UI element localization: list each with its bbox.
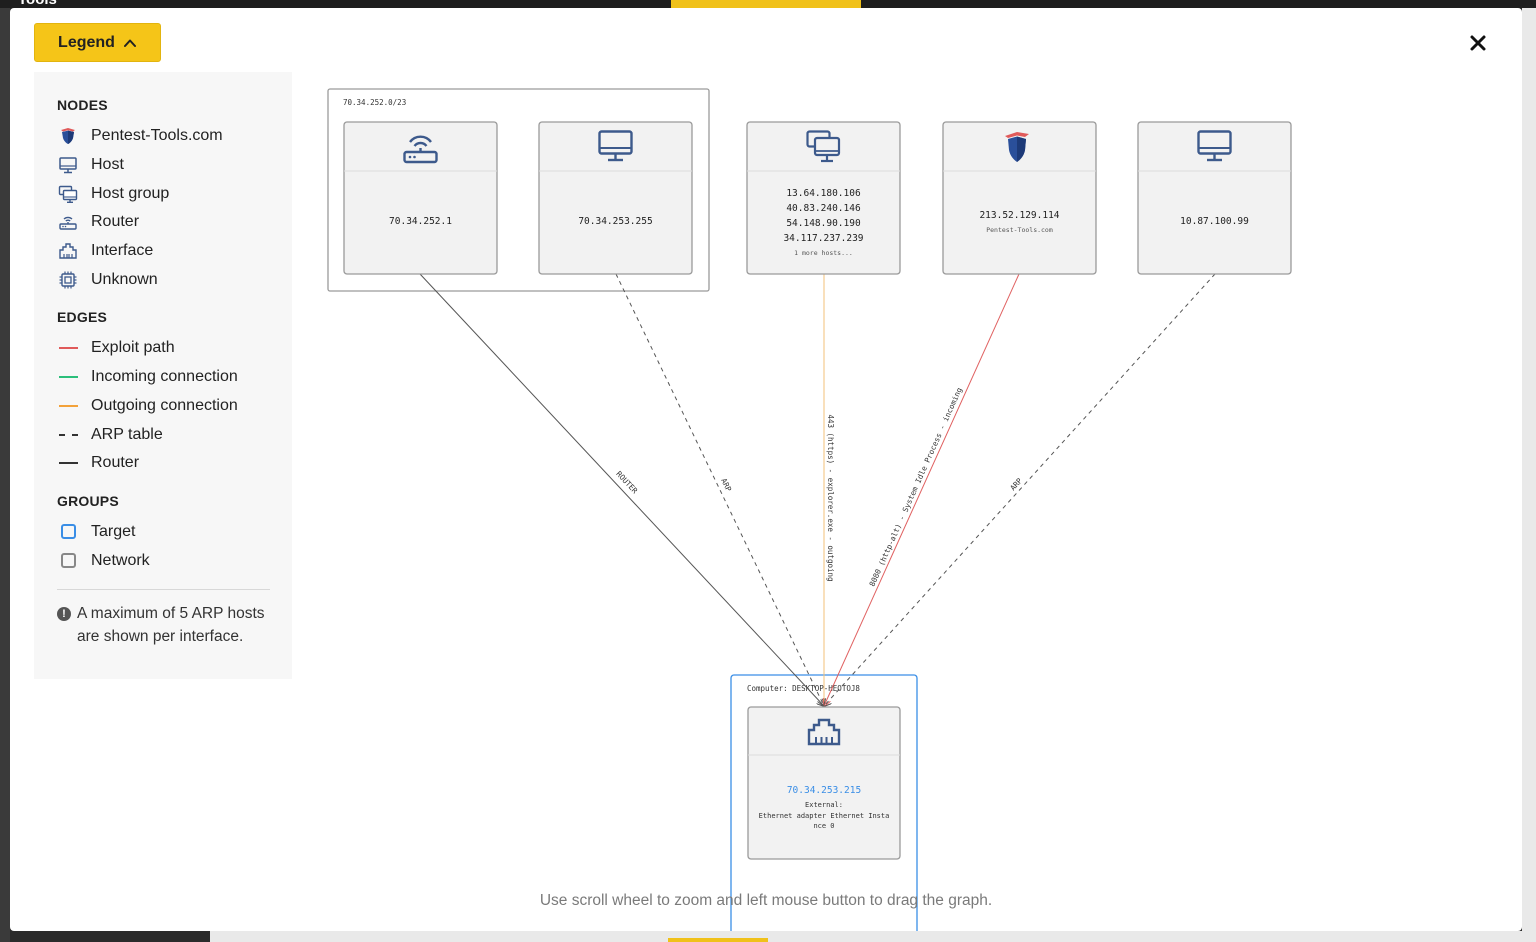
legend-edge-label: Incoming connection	[91, 368, 238, 386]
background-active-tab	[671, 0, 861, 8]
node-more-hosts: 1 more hosts...	[794, 249, 853, 257]
legend-node-label: Pentest-Tools.com	[91, 127, 223, 145]
legend-note: ! A maximum of 5 ARP hosts are shown per…	[57, 602, 270, 648]
legend-edge-exploit: Exploit path	[57, 334, 270, 363]
legend-edge-label: Router	[91, 454, 140, 472]
node-pentest-tools[interactable]: 213.52.129.114 Pentest-Tools.com	[942, 121, 1097, 275]
legend-node-host-group: Host group	[57, 179, 270, 208]
legend-group-label: Network	[91, 551, 150, 569]
node-ip: 70.34.252.1	[389, 216, 452, 227]
incoming-line-swatch	[58, 376, 78, 379]
network-graph-modal: Legend NODES Pentest-Tools.com Host Host…	[10, 8, 1522, 931]
router-line-swatch	[58, 462, 78, 465]
edge-label-arp1: ARP	[719, 477, 733, 494]
legend-node-pentest: Pentest-Tools.com	[57, 122, 270, 151]
monitor-icon	[59, 157, 77, 174]
chevron-up-icon	[123, 39, 136, 47]
background-top-bar: Tools	[0, 0, 1536, 8]
legend-node-unknown: Unknown	[57, 265, 270, 294]
host-group-icon	[806, 130, 841, 163]
legend-edge-arp: ARP table	[57, 420, 270, 449]
edge-label-router: ROUTER	[614, 469, 639, 495]
node-ip: 34.117.237.239	[783, 233, 863, 244]
interface-line-1: External:	[805, 801, 843, 809]
close-icon	[1470, 35, 1486, 51]
legend-node-label: Host group	[91, 184, 170, 202]
chip-icon	[59, 271, 77, 289]
legend-edge-outgoing: Outgoing connection	[57, 392, 270, 421]
target-group-swatch	[60, 524, 76, 540]
legend-edge-label: Exploit path	[91, 339, 175, 357]
pentest-shield-icon	[1005, 132, 1029, 162]
node-ip: 40.83.240.146	[786, 203, 861, 214]
node-host-10[interactable]: 10.87.100.99	[1137, 121, 1292, 275]
node-ip: 10.87.100.99	[1180, 216, 1249, 227]
router-icon	[59, 217, 77, 231]
legend-group-network: Network	[57, 546, 270, 575]
interface-line-2: Ethernet adapter Ethernet Insta	[759, 812, 890, 820]
edge-arp-host-10[interactable]	[824, 273, 1216, 706]
background-right-panel	[1522, 8, 1536, 942]
legend-groups-title: GROUPS	[57, 492, 119, 509]
network-port-icon	[807, 718, 841, 746]
edge-router[interactable]	[419, 273, 824, 706]
network-group-swatch	[60, 553, 76, 569]
legend-edges-title: EDGES	[57, 309, 108, 326]
node-ip: 54.148.90.190	[786, 218, 861, 229]
node-host-255[interactable]: 70.34.253.255	[538, 121, 693, 275]
monitor-icon	[598, 130, 633, 162]
target-group-label: Computer: DESKTOP-HEOTOJ8	[747, 684, 860, 693]
node-host-group[interactable]: 13.64.180.106 40.83.240.146 54.148.90.19…	[746, 121, 901, 275]
legend-node-label: Interface	[91, 242, 154, 260]
legend-edge-label: Outgoing connection	[91, 396, 238, 414]
info-icon: !	[57, 606, 71, 621]
legend-edge-label: ARP table	[91, 425, 163, 443]
interface-ip: 70.34.253.215	[787, 785, 861, 796]
legend-nodes-title: NODES	[57, 97, 108, 113]
host-group-icon	[58, 185, 78, 203]
network-group-label: 70.34.252.0/23	[343, 98, 406, 107]
monitor-icon	[1197, 130, 1232, 162]
node-ip: 13.64.180.106	[786, 188, 861, 199]
legend-group-target: Target	[57, 518, 270, 547]
edge-label-exploit: 8080 (http-alt) - System Idle Process - …	[868, 386, 964, 588]
legend-divider	[57, 588, 270, 590]
legend-panel: NODES Pentest-Tools.com Host Host group …	[34, 72, 292, 679]
legend-group-label: Target	[91, 522, 136, 540]
pentest-shield-icon	[61, 128, 75, 145]
legend-edge-router: Router	[57, 449, 270, 478]
background-sidebar	[0, 8, 10, 942]
background-brand: Tools	[18, 0, 57, 8]
edge-label-outgoing: 443 (https) - explorer.exe - outgoing	[826, 414, 835, 581]
node-ip: 213.52.129.114	[979, 210, 1059, 221]
outgoing-line-swatch	[58, 404, 78, 407]
legend-toggle-button[interactable]: Legend	[34, 23, 161, 62]
node-router[interactable]: 70.34.252.1	[343, 121, 498, 275]
edge-exploit[interactable]	[824, 273, 1020, 706]
interface-line-3: nce 0	[813, 822, 834, 830]
router-icon	[403, 135, 438, 164]
background-bottom-panel	[210, 931, 1522, 942]
legend-node-router: Router	[57, 208, 270, 237]
legend-button-label: Legend	[58, 33, 115, 51]
legend-node-label: Unknown	[91, 270, 158, 288]
node-ip: 70.34.253.255	[578, 216, 652, 227]
arp-line-swatch	[58, 433, 78, 436]
edge-label-arp2: ARP	[1008, 476, 1024, 492]
edge-arp-host-255[interactable]	[615, 273, 824, 706]
exploit-line-swatch	[58, 347, 78, 350]
legend-node-interface: Interface	[57, 237, 270, 266]
network-port-icon	[59, 243, 77, 259]
legend-node-label: Router	[91, 213, 140, 231]
legend-note-text: A maximum of 5 ARP hosts are shown per i…	[77, 604, 265, 645]
node-interface[interactable]: 70.34.253.215 External: Ethernet adapter…	[747, 706, 901, 860]
graph-usage-hint: Use scroll wheel to zoom and left mouse …	[539, 892, 993, 909]
close-button[interactable]	[1468, 33, 1488, 53]
legend-node-host: Host	[57, 151, 270, 180]
legend-node-label: Host	[91, 156, 124, 174]
node-sub-label: Pentest-Tools.com	[986, 226, 1053, 234]
legend-edge-incoming: Incoming connection	[57, 363, 270, 392]
